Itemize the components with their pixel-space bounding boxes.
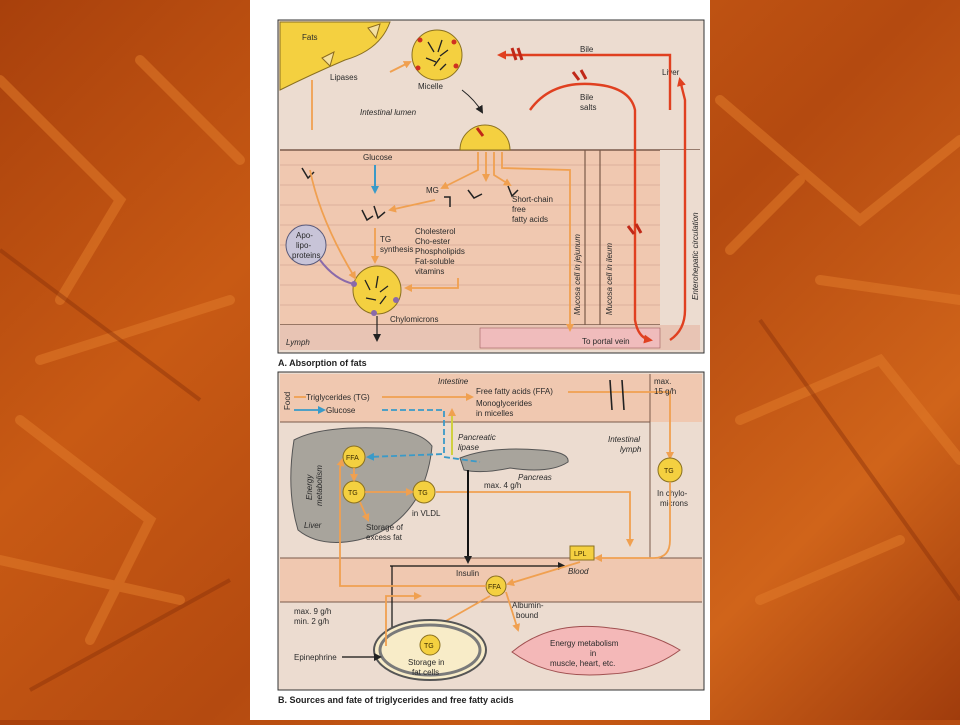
panel-a: Fats Lipases Micelle Bile Liver Bile sal… [277,19,705,354]
bile-label: Bile [580,45,594,54]
max9-label-2: min. 2 g/h [294,617,329,626]
fats-label: Fats [302,33,318,42]
diagram-slide: Fats Lipases Micelle Bile Liver Bile sal… [250,0,710,720]
food-label: Food [283,392,292,410]
mucosa-jejunum-label: Mucosa cell in jejunum [573,234,582,315]
intestinal-lymph-label-1: Intestinal [608,435,640,444]
in-vldl-label: in VLDL [412,509,441,518]
portal-vein-label: To portal vein [582,337,630,346]
apo-label-1: Apo- [296,231,313,240]
epinephrine-label: Epinephrine [294,653,337,662]
mono-label-1: Monoglycerides [476,399,532,408]
max9-label-1: max. 9 g/h [294,607,331,616]
liver-label-b: Liver [304,521,322,530]
ffa-blood-label: FFA [488,584,501,591]
triglycerides-label: Triglycerides (TG) [306,393,370,402]
lpl-label: LPL [574,551,587,558]
tg-liver-label: TG [348,490,358,497]
max4-label: max. 4 g/h [484,481,521,490]
energy-metabolism-label-2: metabolism [315,465,324,506]
bile-salt-icon [510,47,524,61]
chylomicron-circle [352,265,402,315]
pancreas-shape [459,448,569,473]
lipase-triangle [321,51,335,67]
apo-label-3: proteins [292,251,320,260]
lipid-item-2: Phospholipids [415,247,465,256]
in-chylo-label-2: microns [660,499,688,508]
storage-fat-label-1: Storage in [408,658,444,667]
intestine-label: Intestine [438,377,469,386]
micelle-circle [411,29,463,81]
apolipoprotein-circle [285,224,327,266]
albumin-label-2: bound [516,611,538,620]
glucose-label-b: Glucose [326,406,356,415]
chylomicrons-label: Chylomicrons [390,315,438,324]
fat-absorption-diagram: Fats Lipases Micelle Bile Liver Bile sal… [277,19,705,705]
storage-excess-label-2: excess fat [366,533,403,542]
tg-fatcell-label: TG [424,643,434,650]
lymph-label: Lymph [286,338,310,347]
storage-fat-label-2: fat cells [412,668,439,677]
max15-label-2: 15 g/h [654,387,676,396]
enterohepatic-label: Enterohepatic circulation [691,212,700,300]
bile-salts-label-2: salts [580,103,596,112]
in-chylo-label-1: In chylo- [657,489,688,498]
panel-b: Food Intestine Triglycerides (TG) Glucos… [277,371,705,691]
mucosa-ileum-label: Mucosa cell in ileum [605,243,614,315]
lpl-box [569,545,595,561]
lipases-label: Lipases [330,73,358,82]
mg-label: MG [426,186,439,195]
ffa-liver-label: FFA [346,455,359,462]
bile-salts-label-1: Bile [580,93,594,102]
tg-chylo-label: TG [664,468,674,475]
glucose-label-a: Glucose [363,153,393,162]
short-chain-label-2: free [512,205,526,214]
albumin-label-1: Albumin- [512,601,544,610]
blood-label: Blood [568,567,589,576]
energy-muscle-label-2: in [590,649,596,658]
lipid-item-1: Cho-ester [415,237,450,246]
micelle-label: Micelle [418,82,443,91]
tg-circle-fatcell [419,634,441,656]
insulin-label: Insulin [456,569,479,578]
mono-label-2: in micelles [476,409,513,418]
energy-metabolism-label-1: Energy [305,474,314,500]
short-chain-label-1: Short-chain [512,195,553,204]
energy-muscle-label-1: Energy metabolism [550,639,619,648]
max15-label-1: max. [654,377,671,386]
pancreatic-label-2: lipase [458,443,479,452]
pancreatic-label-1: Pancreatic [458,433,496,442]
fats-droplet [279,21,391,91]
tg-synthesis-label-1: TG [380,235,391,244]
panel-b-caption: B. Sources and fate of triglycerides and… [278,695,514,705]
lumen-label: Intestinal lumen [360,108,417,117]
tg-vldl-label: TG [418,490,428,497]
intestinal-lymph-label-2: lymph [620,445,642,454]
pancreas-label: Pancreas [518,473,552,482]
panel-a-caption: A. Absorption of fats [278,358,367,368]
tg-synthesis-label-2: synthesis [380,245,413,254]
micelle-at-brush-border [459,124,511,151]
ffa-long-label: Free fatty acids (FFA) [476,387,553,396]
lipid-item-3: Fat-soluble [415,257,455,266]
lipid-item-0: Cholesterol [415,227,456,236]
storage-excess-label-1: Storage of [366,523,404,532]
muscle-shape [511,625,681,676]
apo-label-2: lipo- [296,241,311,250]
energy-muscle-label-3: muscle, heart, etc. [550,659,615,668]
short-chain-label-3: fatty acids [512,215,548,224]
lipid-item-4: vitamins [415,267,444,276]
